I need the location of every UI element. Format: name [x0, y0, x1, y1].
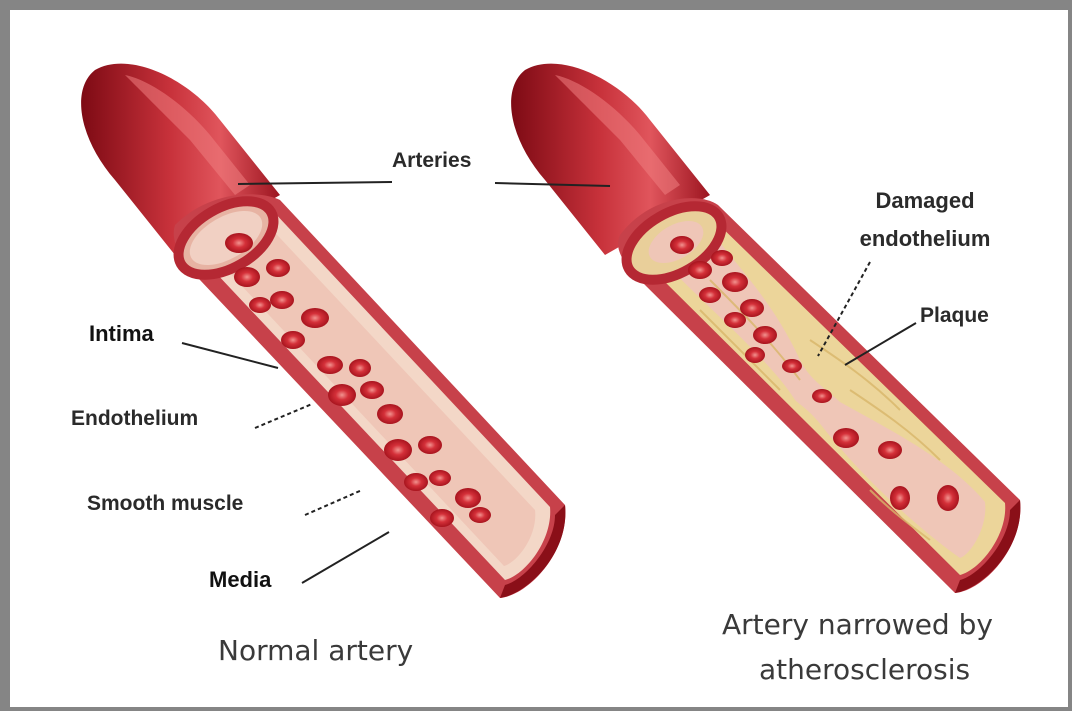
red-blood-cell — [699, 287, 721, 303]
red-blood-cell — [225, 233, 253, 253]
red-blood-cell — [317, 356, 343, 374]
smooth-muscle-label: Smooth muscle — [87, 492, 243, 516]
red-blood-cell — [328, 384, 356, 406]
red-blood-cell — [455, 488, 481, 508]
red-blood-cell — [833, 428, 859, 448]
arteries-label: Arteries — [392, 149, 471, 173]
red-blood-cell — [812, 389, 832, 403]
normal-artery-caption: Normal artery — [218, 634, 413, 667]
damaged-endothelium-label: Damaged endothelium — [830, 182, 1020, 258]
red-blood-cell — [404, 473, 428, 491]
red-blood-cell — [301, 308, 329, 328]
red-blood-cell — [429, 470, 451, 486]
narrowed-artery — [511, 64, 1020, 593]
endothelium-leader — [255, 404, 312, 428]
plaque-label: Plaque — [920, 304, 989, 328]
narrowed-artery-caption-line2: atherosclerosis — [759, 653, 970, 686]
media-leader — [302, 532, 389, 583]
red-blood-cell — [670, 236, 694, 254]
red-blood-cell — [469, 507, 491, 523]
artery-illustration — [10, 10, 1068, 707]
red-blood-cell — [360, 381, 384, 399]
red-blood-cell — [722, 272, 748, 292]
red-blood-cell — [724, 312, 746, 328]
red-blood-cell — [249, 297, 271, 313]
red-blood-cell — [937, 485, 959, 511]
narrowed-artery-caption-line1: Artery narrowed by — [722, 608, 993, 641]
red-blood-cell — [234, 267, 260, 287]
red-blood-cell — [430, 509, 454, 527]
damaged-endothelium-line1: Damaged — [830, 182, 1020, 220]
red-blood-cell — [418, 436, 442, 454]
red-blood-cell — [878, 441, 902, 459]
red-blood-cell — [281, 331, 305, 349]
damaged-endothelium-line2: endothelium — [830, 220, 1020, 258]
red-blood-cell — [745, 347, 765, 363]
red-blood-cell — [711, 250, 733, 266]
endothelium-label: Endothelium — [71, 407, 198, 431]
red-blood-cell — [270, 291, 294, 309]
red-blood-cell — [753, 326, 777, 344]
red-blood-cell — [688, 261, 712, 279]
red-blood-cell — [377, 404, 403, 424]
smooth-muscle-leader — [305, 490, 362, 515]
red-blood-cell — [740, 299, 764, 317]
media-label: Media — [209, 567, 271, 593]
red-blood-cell — [782, 359, 802, 373]
red-blood-cell — [384, 439, 412, 461]
intima-label: Intima — [89, 321, 154, 347]
red-blood-cell — [266, 259, 290, 277]
red-blood-cell — [349, 359, 371, 377]
red-blood-cell — [890, 486, 910, 510]
